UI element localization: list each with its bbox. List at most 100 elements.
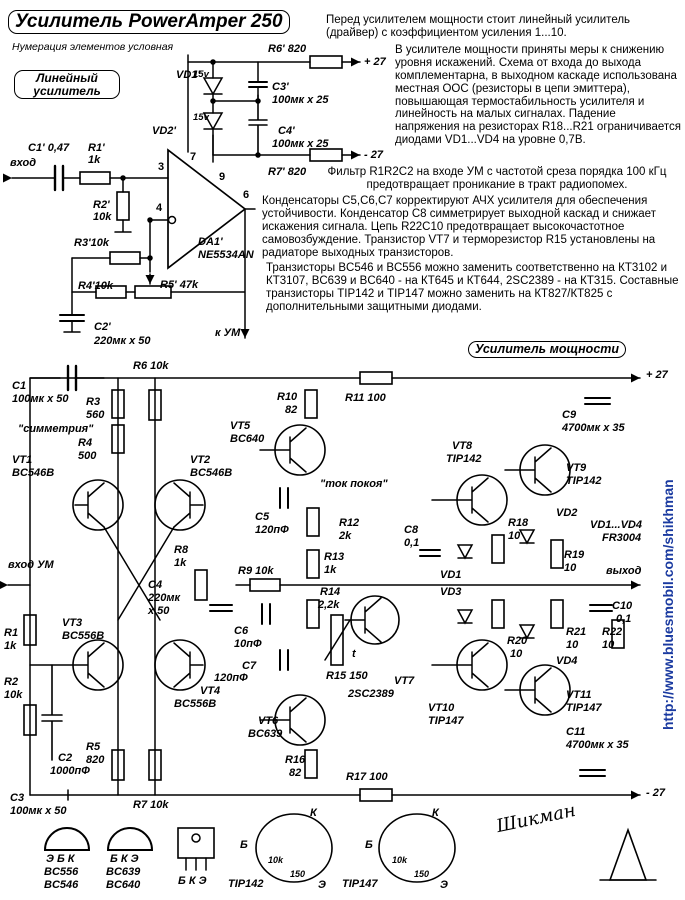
label-vt8-value: TIP142 — [446, 453, 482, 465]
label-c2-value: 1000пФ — [50, 765, 90, 777]
label-vt5-value: BC640 — [230, 433, 265, 445]
label-r5-value: 820 — [86, 754, 105, 766]
label-r1: R1 — [4, 627, 19, 639]
label-pinout-bke: Б К Э — [110, 853, 139, 865]
label-r5p: R5' 47k — [160, 279, 199, 291]
label-r1p: R1' — [88, 142, 105, 154]
label-pin3: 3 — [158, 161, 165, 173]
label-r1-value: 1k — [4, 640, 17, 652]
label-r15: R15 150 — [326, 670, 368, 682]
label-pkg-150-1: 150 — [290, 869, 306, 879]
label-r5: R5 — [86, 741, 101, 753]
site-url[interactable]: http://www.bluesmobil.com/shikhman — [660, 479, 676, 730]
label-pinout-ebk: Э Б К — [46, 853, 75, 865]
label-r2p: R2' — [93, 199, 110, 211]
label-vt11: VT11 — [566, 689, 592, 701]
label-r3: R3 — [86, 396, 101, 408]
note-filter: Фильтр R1R2C2 на входе УМ с частотой сре… — [327, 166, 667, 191]
label-r8-value: 1k — [174, 557, 187, 569]
label-r7: R7 10k — [133, 799, 169, 811]
label-c1: C1 — [12, 380, 27, 392]
label-c1-value: 100мк x 50 — [12, 393, 69, 405]
label-thermal: t — [352, 648, 356, 660]
label-r12-value: 2k — [339, 530, 352, 542]
label-c8: C8 — [404, 524, 419, 536]
label-r3p: R3'10k — [74, 237, 110, 249]
label-r18: R18 — [508, 517, 529, 529]
label-r18-value: 10 — [508, 530, 521, 542]
label-vd1-vd4: VD1...VD4 — [590, 519, 642, 531]
label-c4p: C4' — [278, 125, 295, 137]
label-c1p: C1' 0,47 — [28, 142, 70, 154]
label-c6: C6 — [234, 625, 249, 637]
label-da1-value: NE5534AN — [198, 249, 254, 261]
preamp-circuit — [3, 54, 361, 339]
label-r1p-value: 1k — [88, 154, 101, 166]
note-caps: Конденсаторы C5,C6,C7 корректируют АЧХ у… — [262, 195, 656, 259]
label-plus27-b: + 27 — [646, 369, 668, 381]
label-vd4: VD4 — [556, 655, 578, 667]
label-r10-value: 82 — [285, 404, 298, 416]
label-input: вход — [10, 157, 37, 169]
title: Усилитель PowerAmper 250 — [8, 10, 290, 34]
label-vt7-value: 2SC2389 — [348, 688, 394, 700]
label-plus27-a: + 27 — [364, 56, 386, 68]
label-c10: C10 — [612, 600, 633, 612]
label-quiescent: "ток покоя" — [320, 478, 388, 490]
label-c5: C5 — [255, 511, 270, 523]
label-c3p: C3' — [272, 81, 289, 93]
label-r7p: R7' 820 — [268, 166, 307, 178]
package-pinouts — [43, 813, 657, 883]
label-r14: R14 — [320, 586, 341, 598]
label-c3-value: 100мк x 50 — [10, 805, 67, 817]
label-pin9: 9 — [219, 171, 226, 183]
label-pkg-e2: Э — [440, 879, 448, 891]
label-vd1-vd4-value: FR3004 — [602, 532, 642, 544]
label-vt6-value: BC639 — [248, 728, 283, 740]
label-pkg-b2: Б — [365, 839, 373, 851]
label-c4-value2: x 50 — [148, 605, 170, 617]
label-vt11-value: TIP147 — [566, 702, 602, 714]
label-c4-value: 220мк — [148, 592, 181, 604]
label-vt10-value: TIP147 — [428, 715, 464, 727]
label-c6-value: 10пФ — [234, 638, 262, 650]
label-vd3: VD3 — [440, 586, 462, 598]
label-pin7: 7 — [190, 151, 197, 163]
label-vt7: VT7 — [394, 675, 415, 687]
label-c2p-value: 220мк x 50 — [94, 335, 151, 347]
label-c7: C7 — [242, 660, 257, 672]
label-r13-value: 1k — [324, 564, 337, 576]
subtitle: Нумерация элементов условная — [12, 41, 174, 53]
label-r20: R20 — [507, 635, 528, 647]
label-bc640: BC640 — [106, 879, 141, 891]
label-to-amp: к УМ — [215, 327, 241, 339]
label-r22-value: 10 — [602, 639, 615, 651]
label-pkg-b1: Б — [240, 839, 248, 851]
preamp-label: Линейный усилитель — [14, 70, 120, 100]
label-vd1: VD1 — [440, 569, 462, 581]
label-vt2: VT2 — [190, 454, 211, 466]
label-r6p: R6' 820 — [268, 43, 307, 55]
label-vt5: VT5 — [230, 420, 251, 432]
label-da1: DA1' — [198, 236, 223, 248]
label-c11: C11 — [566, 726, 586, 738]
label-vt4-value: BC556B — [174, 698, 217, 710]
label-vt3-value: BC556B — [62, 630, 105, 642]
label-vt3: VT3 — [62, 617, 83, 629]
label-c3p-value: 100мк x 25 — [272, 94, 329, 106]
label-minus27-a: - 27 — [364, 149, 383, 161]
label-r9: R9 10k — [238, 565, 274, 577]
label-r8: R8 — [174, 544, 189, 556]
label-r16: R16 — [285, 754, 306, 766]
label-tip142-pkg: TIP142 — [228, 878, 264, 890]
power-amp-circuit — [0, 364, 641, 802]
label-bc556: BC556 — [44, 866, 79, 878]
label-minus27-b: - 27 — [646, 787, 665, 799]
label-r6: R6 10k — [133, 360, 169, 372]
label-c2p: C2' — [94, 321, 111, 333]
label-bc546: BC546 — [44, 879, 79, 891]
note-substitutes: Транзисторы BC546 и BC556 можно заменить… — [266, 262, 679, 313]
label-output: выход — [606, 565, 642, 577]
